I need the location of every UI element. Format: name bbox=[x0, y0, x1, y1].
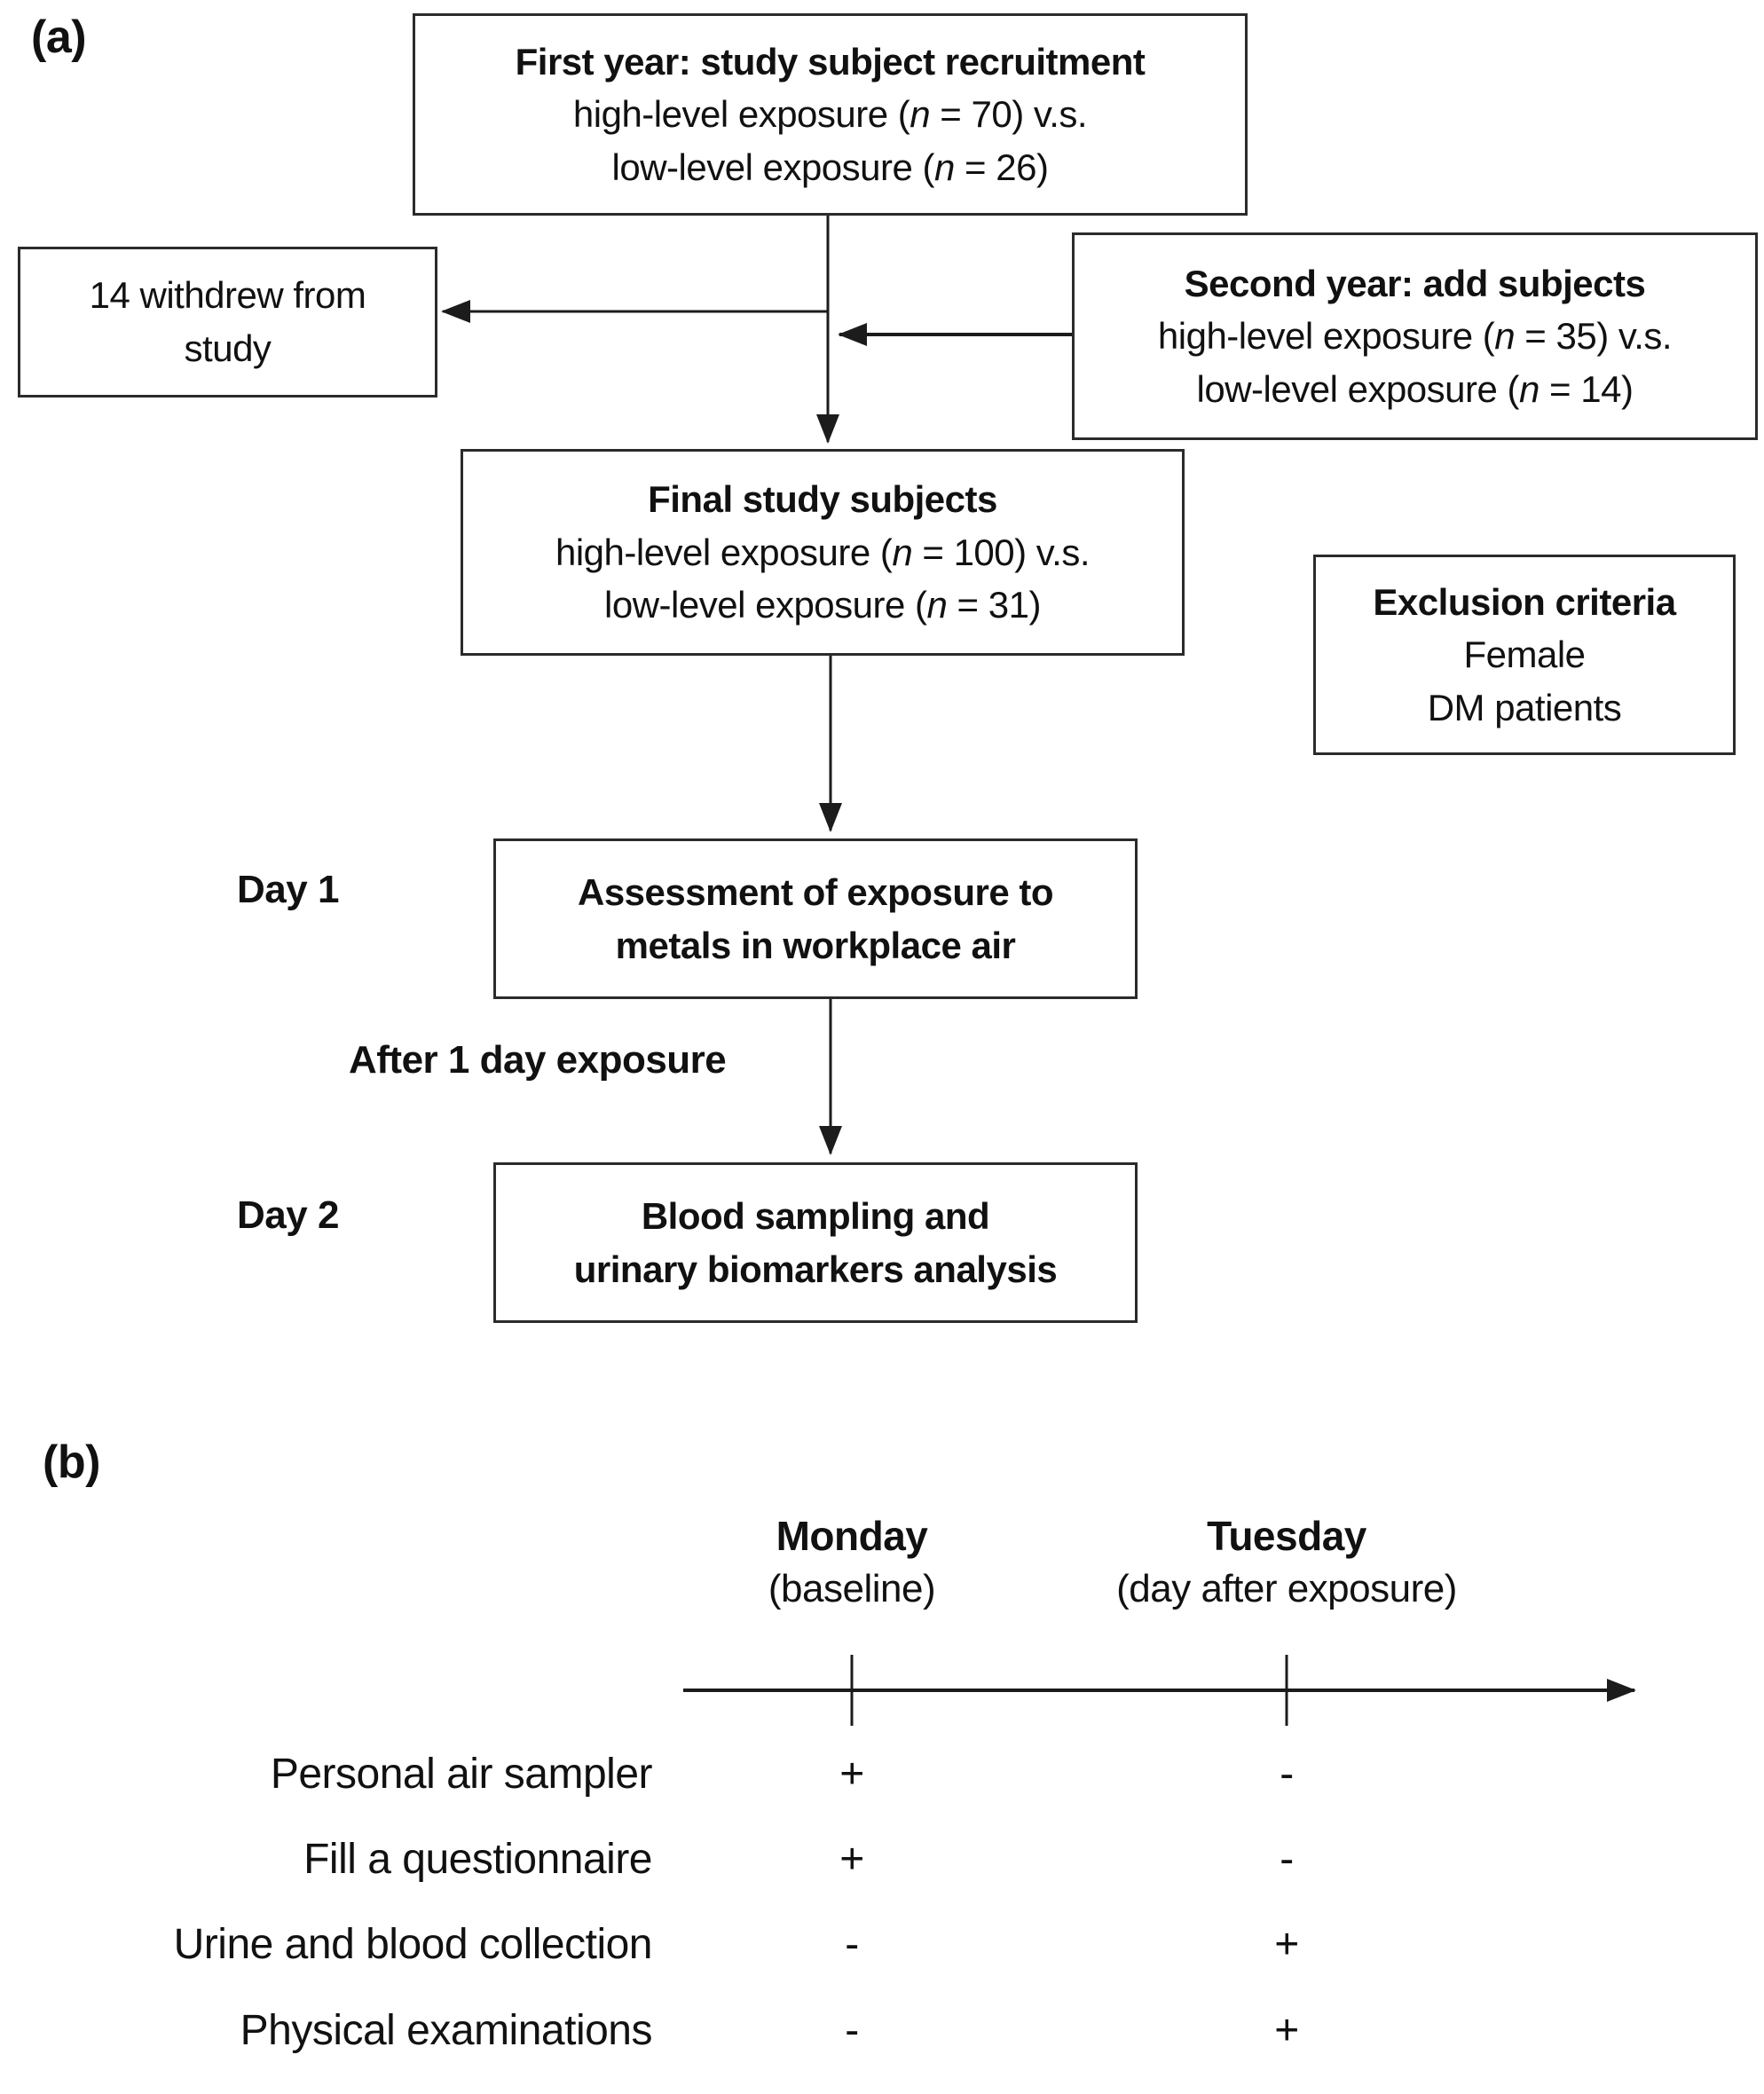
second-year-low-line: low-level exposure (n = 14) bbox=[1197, 363, 1634, 416]
final-subjects-title: Final study subjects bbox=[648, 478, 997, 521]
timeline-header-monday: Monday (baseline) bbox=[714, 1510, 989, 1614]
assessment-line-2: metals in workplace air bbox=[615, 924, 1016, 966]
mark-urine-blood-collection-monday: - bbox=[845, 1921, 859, 1968]
low-pre: low-level exposure ( bbox=[611, 146, 935, 188]
row-label-personal-air-sampler: Personal air sampler bbox=[270, 1751, 653, 1798]
after-exposure-label: After 1 day exposure bbox=[349, 1038, 727, 1082]
second-year-box: Second year: add subjects high-level exp… bbox=[1072, 232, 1758, 440]
low-post: = 31) bbox=[947, 584, 1042, 626]
second-year-high-line: high-level exposure (n = 35) v.s. bbox=[1157, 310, 1673, 363]
mark-urine-blood-collection-tuesday: + bbox=[1274, 1921, 1299, 1968]
high-post: = 100) v.s. bbox=[912, 531, 1091, 573]
high-post: = 70) v.s. bbox=[930, 93, 1088, 136]
high-pre: high-level exposure ( bbox=[1157, 315, 1495, 358]
n-symbol: n bbox=[934, 146, 955, 188]
first-year-high-line: high-level exposure (n = 70) v.s. bbox=[572, 88, 1088, 141]
withdrew-text: 14 withdrew from study bbox=[89, 274, 366, 369]
low-post: = 26) bbox=[954, 146, 1049, 188]
n-symbol: n bbox=[1494, 315, 1516, 358]
exclusion-criteria-box: Exclusion criteria Female DM patients bbox=[1313, 555, 1736, 755]
panel-b-label: (b) bbox=[43, 1437, 100, 1488]
mark-physical-examinations-tuesday: + bbox=[1274, 2007, 1299, 2054]
row-label-physical-examinations: Physical examinations bbox=[240, 2007, 653, 2054]
day1-label: Day 1 bbox=[237, 868, 339, 911]
blood-sampling-box: Blood sampling and urinary biomarkers an… bbox=[493, 1162, 1138, 1323]
tuesday-sublabel: (day after exposure) bbox=[1116, 1566, 1457, 1610]
exclusion-line-female: Female bbox=[1463, 634, 1586, 676]
low-pre: low-level exposure ( bbox=[1196, 367, 1520, 410]
low-pre: low-level exposure ( bbox=[604, 584, 927, 626]
mark-personal-air-sampler-tuesday: - bbox=[1280, 1751, 1294, 1798]
assessment-line-1: Assessment of exposure to bbox=[577, 870, 1054, 913]
panel-a-label: (a) bbox=[31, 12, 87, 63]
final-high-line: high-level exposure (n = 100) v.s. bbox=[555, 526, 1091, 579]
monday-sublabel: (baseline) bbox=[768, 1566, 936, 1610]
blood-sampling-line-2: urinary biomarkers analysis bbox=[573, 1248, 1058, 1290]
second-year-title: Second year: add subjects bbox=[1184, 262, 1646, 304]
row-label-urine-blood-collection: Urine and blood collection bbox=[173, 1921, 653, 1968]
n-symbol: n bbox=[910, 93, 931, 136]
final-low-line: low-level exposure (n = 31) bbox=[604, 579, 1041, 632]
exclusion-title: Exclusion criteria bbox=[1373, 580, 1676, 623]
monday-label: Monday bbox=[776, 1513, 928, 1559]
high-post: = 35) v.s. bbox=[1515, 315, 1673, 358]
mark-physical-examinations-monday: - bbox=[845, 2007, 859, 2054]
high-pre: high-level exposure ( bbox=[572, 93, 910, 136]
tuesday-label: Tuesday bbox=[1207, 1513, 1366, 1559]
mark-fill-questionnaire-monday: + bbox=[839, 1836, 864, 1883]
high-pre: high-level exposure ( bbox=[555, 531, 893, 573]
first-year-title: First year: study subject recruitment bbox=[515, 40, 1146, 83]
exclusion-line-dm: DM patients bbox=[1427, 686, 1622, 728]
assessment-box: Assessment of exposure to metals in work… bbox=[493, 838, 1138, 999]
day2-label: Day 2 bbox=[237, 1193, 339, 1237]
blood-sampling-line-1: Blood sampling and bbox=[641, 1194, 990, 1237]
mark-fill-questionnaire-tuesday: - bbox=[1280, 1836, 1294, 1883]
n-symbol: n bbox=[1519, 367, 1540, 410]
timeline-header-tuesday: Tuesday (day after exposure) bbox=[1074, 1510, 1500, 1614]
n-symbol: n bbox=[926, 584, 948, 626]
first-year-box: First year: study subject recruitment hi… bbox=[413, 13, 1248, 216]
withdrew-box: 14 withdrew from study bbox=[18, 247, 437, 398]
first-year-low-line: low-level exposure (n = 26) bbox=[612, 141, 1049, 194]
low-post: = 14) bbox=[1539, 367, 1634, 410]
row-label-fill-questionnaire: Fill a questionnaire bbox=[303, 1836, 652, 1883]
n-symbol: n bbox=[892, 531, 913, 573]
mark-personal-air-sampler-monday: + bbox=[839, 1751, 864, 1798]
final-subjects-box: Final study subjects high-level exposure… bbox=[461, 449, 1185, 656]
